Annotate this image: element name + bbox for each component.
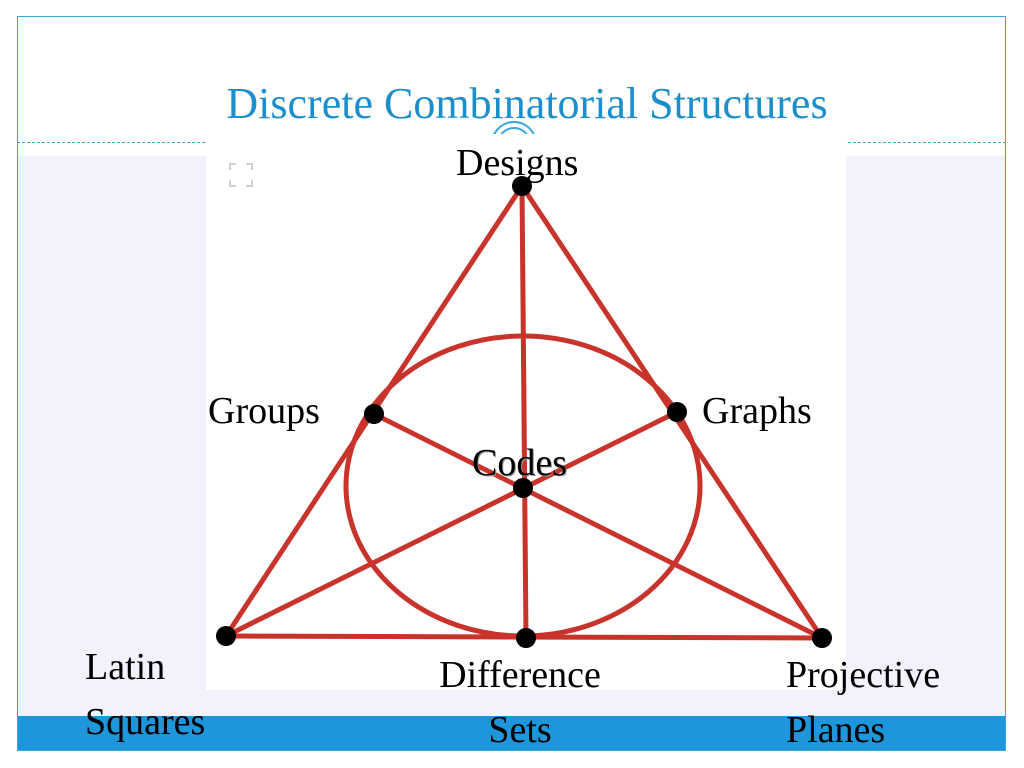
image-placeholder-icon: [229, 163, 253, 187]
label-latin-squares-line2: Squares: [85, 701, 206, 743]
node-graphs: [667, 402, 687, 422]
median-right-to-left: [371, 411, 825, 641]
label-designs: Designs: [456, 142, 579, 184]
label-codes: Codes: [472, 442, 567, 484]
label-latin-squares-line1: Latin: [85, 646, 166, 688]
fano-plane-diagram: [206, 134, 846, 690]
label-latin-squares: Latin Squares: [85, 640, 205, 750]
node-latin-squares: [216, 626, 236, 646]
label-groups: Groups: [208, 390, 320, 432]
label-difference-sets-line1: Difference: [439, 654, 601, 696]
label-difference-sets-line2: Sets: [488, 709, 552, 751]
label-projective-planes: Projective Planes: [786, 648, 940, 758]
median-vertical: [519, 183, 529, 641]
node-difference-sets: [516, 628, 536, 648]
slide-title: Discrete Combinatorial Structures: [226, 79, 828, 128]
label-projective-planes-line1: Projective: [786, 654, 941, 696]
node-designs: [512, 176, 532, 196]
label-projective-planes-line2: Planes: [786, 709, 886, 751]
label-graphs: Graphs: [702, 390, 812, 432]
median-left-to-right: [223, 409, 680, 639]
label-difference-sets: Difference Sets: [422, 648, 618, 758]
node-projective-planes: [812, 628, 832, 648]
node-codes: [513, 478, 533, 498]
node-groups: [364, 404, 384, 424]
bottom-accent-bar: [18, 716, 1005, 750]
